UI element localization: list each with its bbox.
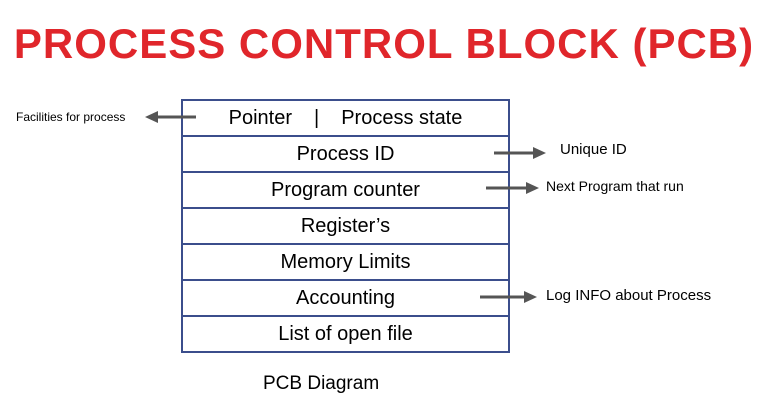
facilities-annotation: Facilities for process — [16, 110, 126, 124]
log-info-annotation: Log INFO about Process — [546, 287, 712, 304]
pcb-row-memory-limits: Memory Limits — [183, 243, 508, 279]
memory-limits-label: Memory Limits — [280, 250, 411, 273]
program-counter-label: Program counter — [271, 178, 420, 201]
pcb-row-program-counter: Program counter — [183, 171, 508, 207]
process-id-label: Process ID — [296, 142, 395, 165]
pcb-row-accounting: Accounting — [183, 279, 508, 315]
pcb-row-open-files: List of open file — [183, 315, 508, 351]
pcb-row-pointer-state: Pointer | Process state — [183, 101, 508, 135]
registers-label: Register’s — [300, 214, 391, 237]
open-files-label: List of open file — [278, 322, 413, 345]
pcb-table: Pointer | Process state Process ID Progr… — [181, 99, 510, 353]
diagram-caption: PCB Diagram — [263, 373, 380, 394]
accounting-label: Accounting — [296, 286, 395, 309]
next-program-annotation: Next Program that run — [546, 178, 684, 194]
pcb-row-process-id: Process ID — [183, 135, 508, 171]
row-separator: | — [314, 106, 320, 129]
diagram-title: PROCESS CONTROL BLOCK (PCB) — [13, 20, 755, 67]
unique-id-annotation: Unique ID — [560, 141, 627, 158]
process-state-label: Process state — [341, 106, 463, 129]
pointer-label: Pointer — [228, 106, 292, 129]
pcb-row-registers: Register’s — [183, 207, 508, 243]
